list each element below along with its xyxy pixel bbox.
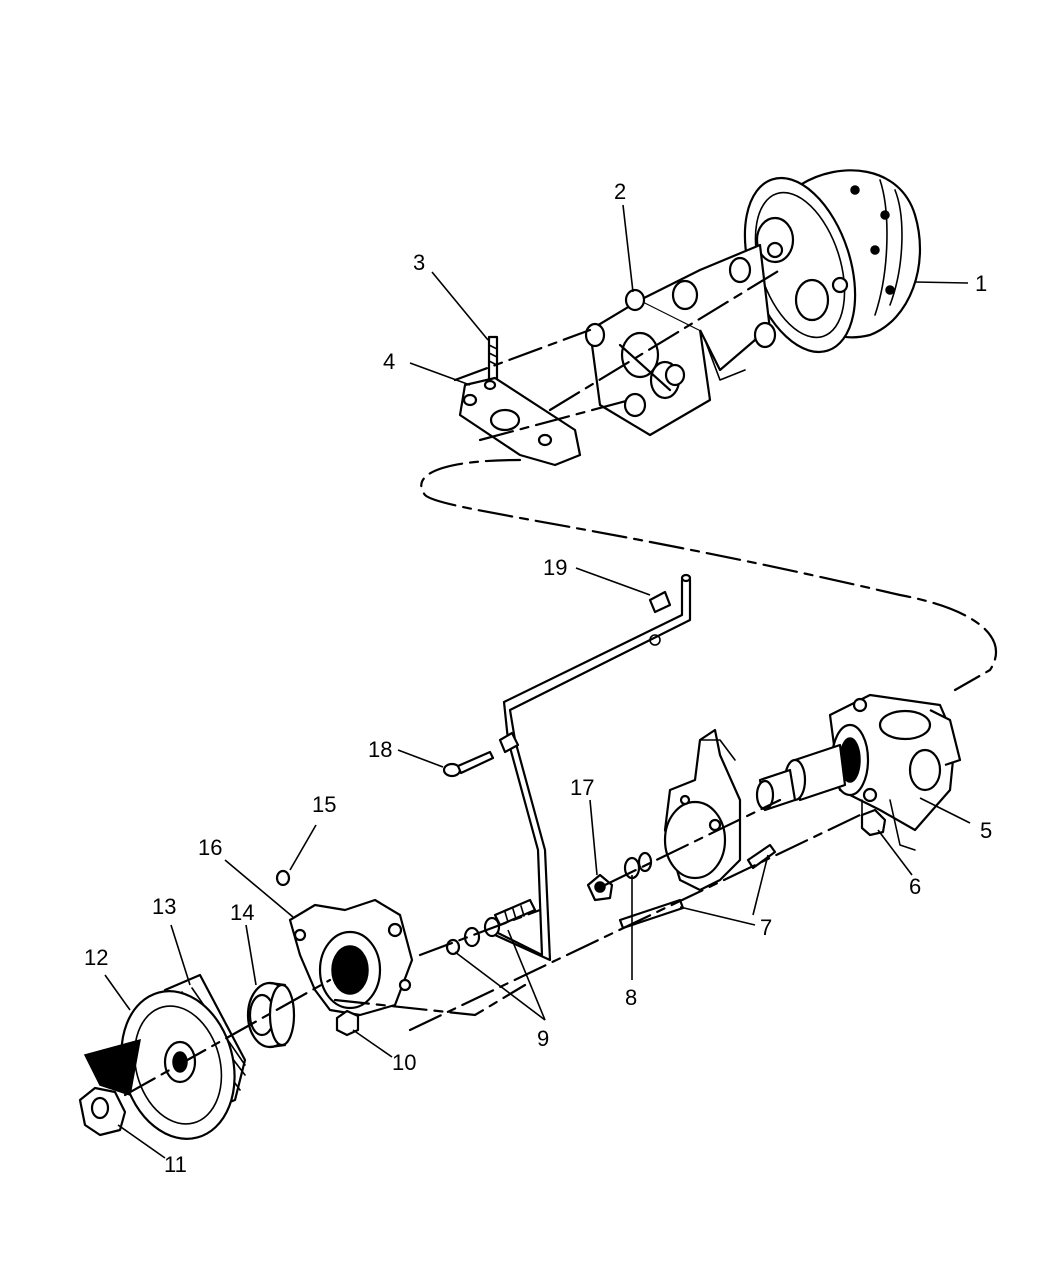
callout-10: 10 [392, 1050, 416, 1075]
callout-6: 6 [909, 874, 921, 899]
callout-17: 17 [570, 775, 594, 800]
part-6-fitting [860, 799, 887, 837]
part-18-bolt [442, 750, 495, 778]
part-16-housing [288, 898, 414, 1017]
callout-7: 7 [760, 915, 772, 940]
callout-2: 2 [614, 179, 626, 204]
callout-3: 3 [413, 250, 425, 275]
part-15-ring [275, 869, 291, 887]
part-19-pipe [490, 573, 692, 962]
part-14-bearing [246, 981, 296, 1049]
callout-4: 4 [383, 349, 395, 374]
callout-12: 12 [84, 945, 108, 970]
part-10-nut [335, 1009, 360, 1037]
callout-5: 5 [980, 818, 992, 843]
callout-18: 18 [368, 737, 392, 762]
callout-13: 13 [152, 894, 176, 919]
callout-1: 1 [975, 271, 987, 296]
callout-labels: 1 2 3 4 5 6 7 8 9 10 11 12 13 14 15 16 1… [84, 179, 992, 1177]
part-5-pump [755, 693, 962, 851]
callout-9: 9 [537, 1026, 549, 1051]
callout-8: 8 [625, 985, 637, 1010]
part-17-fitting [586, 873, 614, 902]
callout-14: 14 [230, 900, 254, 925]
callout-19: 19 [543, 555, 567, 580]
part-2-bracket [584, 243, 777, 437]
leader-lines [104, 204, 971, 1159]
part-11-nut [78, 1086, 127, 1137]
callout-16: 16 [198, 835, 222, 860]
engine-mount-plate [663, 728, 742, 892]
part-1-drum [743, 169, 922, 354]
callout-15: 15 [312, 792, 336, 817]
part-4-plate [458, 376, 582, 467]
callout-11: 11 [164, 1152, 187, 1177]
